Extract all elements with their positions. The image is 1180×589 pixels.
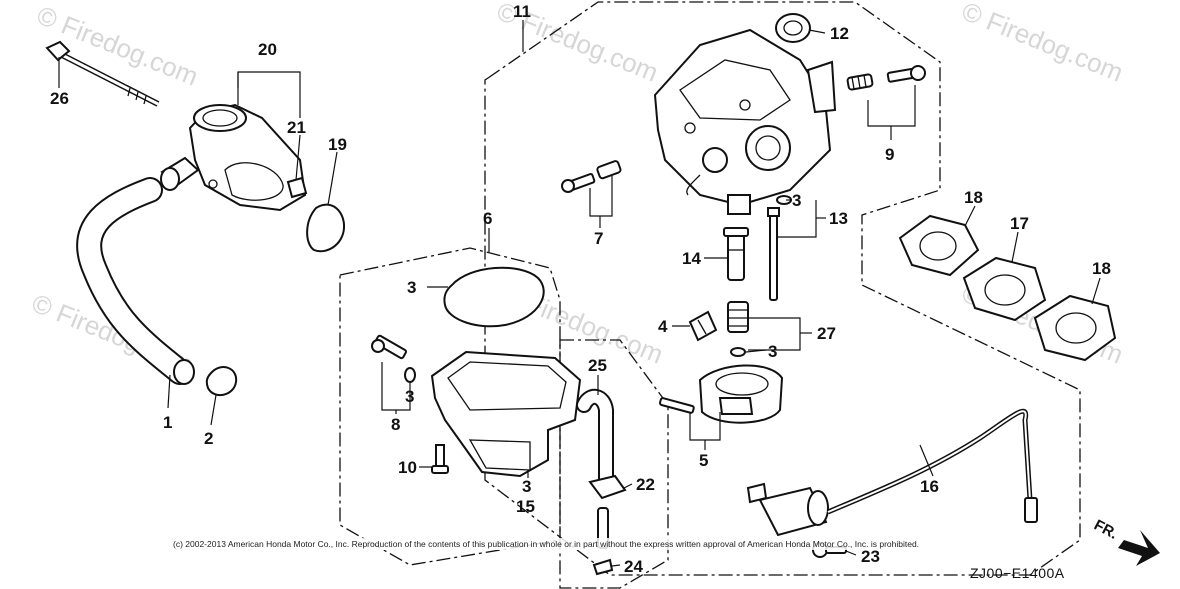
collar-part-21 [286, 176, 308, 199]
tube-clip-part-22 [588, 474, 627, 500]
copyright-notice: (c) 2002-2013 American Honda Motor Co., … [173, 539, 919, 549]
callout-part-18-upper: 18 [964, 188, 983, 207]
callout-part-24: 24 [624, 557, 643, 576]
insulator-gasket-part-18-lower [1033, 294, 1117, 362]
float-chamber-gasket-part-3 [443, 266, 545, 328]
callout-part-9: 9 [885, 145, 894, 164]
callout-part-17: 17 [1010, 214, 1029, 233]
insulator-part-17 [962, 256, 1047, 322]
carburetor-assembly-outline [484, 1, 1081, 576]
front-direction-arrow-icon: FR. [1091, 517, 1160, 566]
hose-clip-part-2 [205, 366, 238, 397]
callout-part-26: 26 [50, 89, 69, 108]
callout-part-3-upper-right: 3 [792, 191, 801, 210]
callout-part-13: 13 [829, 209, 848, 228]
callout-part-6: 6 [483, 209, 492, 228]
callout-part-10: 10 [398, 458, 417, 477]
callout-part-7: 7 [594, 229, 603, 248]
main-jet-part-27 [727, 301, 749, 333]
callout-part-2: 2 [204, 429, 213, 448]
watermark: © Firedog.com [958, 0, 1128, 88]
callout-part-12: 12 [830, 24, 849, 43]
callout-part-4: 4 [658, 317, 668, 336]
bolt-part-10 [431, 444, 449, 474]
callout-part-5: 5 [699, 451, 708, 470]
callout-part-11: 11 [513, 2, 531, 21]
callout-part-18-lower: 18 [1092, 259, 1111, 278]
fuel-tube-part-25 [576, 388, 614, 549]
callout-part-3-gasket: 3 [407, 278, 416, 297]
callout-part-3-left: 3 [405, 387, 414, 406]
drain-screw-part-8 [371, 334, 407, 360]
carburetor-body-part-11 [653, 28, 837, 215]
float-chamber-part-6 [430, 350, 582, 478]
fuel-cut-solenoid-part-16 [746, 408, 1038, 537]
callout-part-19: 19 [328, 135, 347, 154]
fuel-cut-outline [559, 339, 669, 589]
cap-part-12 [775, 13, 811, 43]
insulator-gasket-part-18-upper [898, 214, 980, 277]
callout-part-25: 25 [588, 356, 607, 375]
clip-part-24 [592, 558, 614, 576]
callout-part-16: 16 [920, 477, 939, 496]
screw-spring-part-7 [561, 160, 622, 193]
callout-part-8: 8 [391, 415, 400, 434]
callout-part-3-lower: 3 [522, 477, 531, 496]
callout-part-27: 27 [817, 324, 836, 343]
leader-lines [58, 20, 1101, 567]
intake-elbow-part-20 [160, 103, 307, 212]
gasket-part-19 [306, 203, 346, 253]
watermarks: © Firedog.com © Firedog.com © Firedog.co… [28, 0, 1128, 380]
float-valve-part-4 [688, 310, 718, 342]
callout-part-20: 20 [258, 40, 277, 59]
float-part-5 [658, 364, 784, 424]
callout-labels: 26 20 21 19 1 2 11 12 9 7 3 13 14 4 27 3… [50, 2, 1111, 576]
screw-spring-part-9 [846, 65, 926, 91]
front-direction-label: FR. [1091, 517, 1120, 543]
diagram-code: ZJ00−E1400A [970, 565, 1065, 581]
bolt-part-26 [45, 40, 160, 107]
callout-part-15: 15 [516, 497, 535, 516]
emulsion-tube-part-14 [723, 227, 749, 281]
callout-part-1: 1 [163, 413, 172, 432]
callout-part-3-right: 3 [768, 342, 777, 361]
callout-part-22: 22 [636, 475, 655, 494]
callout-part-14: 14 [682, 249, 701, 268]
callout-part-21: 21 [287, 118, 306, 137]
callout-part-23: 23 [861, 547, 880, 566]
needle-part-13 [767, 207, 780, 301]
hose-part-1 [76, 177, 195, 385]
